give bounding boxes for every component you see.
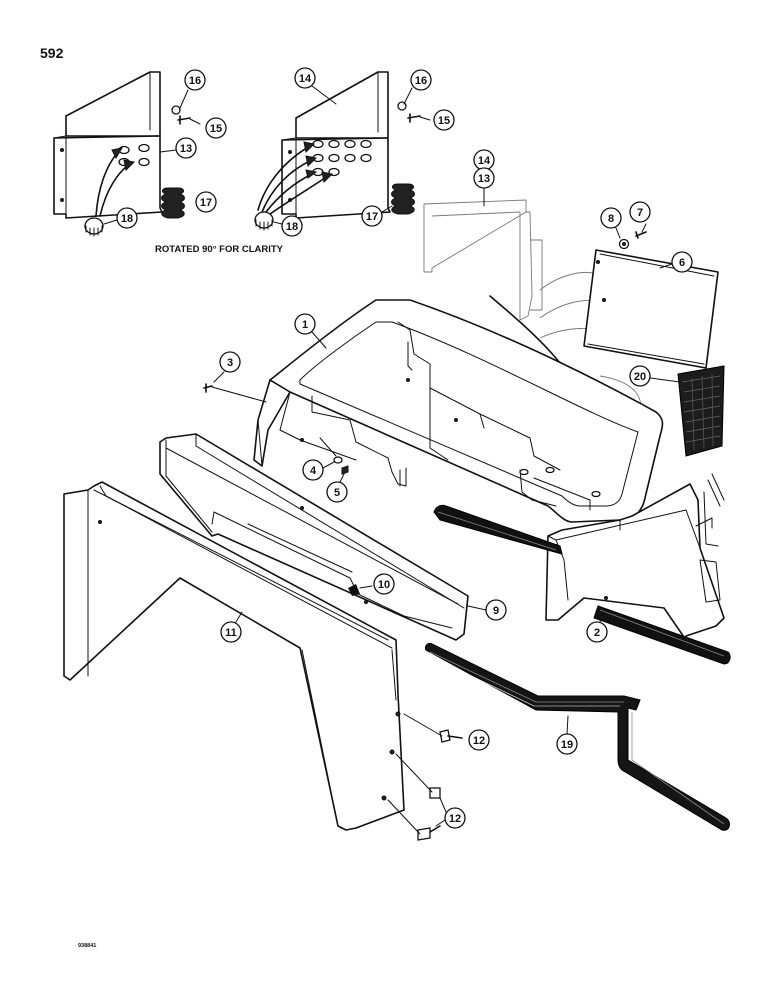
svg-text:12: 12 xyxy=(473,735,485,747)
bolt-and-washer-left xyxy=(171,89,201,125)
callout-18a: 18 xyxy=(103,207,138,229)
trim-strip-2 xyxy=(433,504,731,665)
svg-text:3: 3 xyxy=(227,357,233,369)
callout-13b: 13 xyxy=(473,167,495,207)
rotated-note: ROTATED 90° FOR CLARITY xyxy=(155,244,284,255)
callout-3: 3 xyxy=(219,351,241,373)
left-switch-bracket-inset xyxy=(53,71,201,237)
figure-id: 938841 xyxy=(78,943,96,949)
callout-17b: 17 xyxy=(361,205,393,227)
svg-text:11: 11 xyxy=(225,627,237,639)
svg-text:15: 15 xyxy=(210,123,222,135)
callout-4: 4 xyxy=(302,459,335,481)
screw-3 xyxy=(203,371,267,403)
callout-2: 2 xyxy=(586,611,608,643)
callout-8: 8 xyxy=(600,207,622,239)
callout-20: 20 xyxy=(629,365,681,387)
callout-9: 9 xyxy=(467,599,507,621)
knob-18 xyxy=(84,217,104,237)
svg-text:1: 1 xyxy=(302,319,308,331)
svg-text:17: 17 xyxy=(366,211,378,223)
cover-panel-6 xyxy=(583,249,719,369)
svg-text:15: 15 xyxy=(438,115,450,127)
svg-text:18: 18 xyxy=(121,213,133,225)
callout-13a: 13 xyxy=(159,137,197,159)
callout-12a: 12 xyxy=(468,729,490,751)
screw-7-washer-8 xyxy=(618,223,647,250)
callout-11: 11 xyxy=(220,611,243,643)
svg-text:18: 18 xyxy=(286,221,298,233)
callout-1: 1 xyxy=(294,313,327,349)
callout-17a: 17 xyxy=(195,191,217,213)
callout-7: 7 xyxy=(629,201,651,223)
boot-17 xyxy=(161,187,185,219)
svg-text:2: 2 xyxy=(594,627,600,639)
svg-text:10: 10 xyxy=(378,579,390,591)
trim-strip-19 xyxy=(425,643,730,831)
svg-text:14: 14 xyxy=(478,155,491,167)
svg-text:5: 5 xyxy=(334,487,340,499)
knob-18-right xyxy=(254,211,274,231)
callout-19: 19 xyxy=(556,715,578,755)
svg-text:7: 7 xyxy=(637,207,643,219)
bolt-and-washer-right xyxy=(397,87,431,123)
svg-text:14: 14 xyxy=(299,73,312,85)
callout-16a: 16 xyxy=(184,69,206,91)
svg-text:13: 13 xyxy=(478,173,490,185)
callout-12b: 12 xyxy=(435,797,466,829)
svg-text:6: 6 xyxy=(679,257,685,269)
washer-4-nut-5 xyxy=(319,437,349,475)
callout-10: 10 xyxy=(373,573,395,595)
svg-text:13: 13 xyxy=(180,143,192,155)
callout-14b: 14 xyxy=(473,149,495,171)
callout-16b: 16 xyxy=(410,69,432,91)
callout-18b: 18 xyxy=(273,215,303,237)
svg-text:9: 9 xyxy=(493,605,499,617)
callout-15b: 15 xyxy=(433,109,455,131)
right-switch-bracket-inset xyxy=(254,71,431,231)
fastener-10 xyxy=(348,584,373,596)
svg-text:8: 8 xyxy=(608,213,614,225)
boot-17-right xyxy=(391,183,415,215)
svg-text:16: 16 xyxy=(189,75,201,87)
svg-text:4: 4 xyxy=(310,465,317,477)
side-cover-11 xyxy=(63,481,405,831)
svg-text:17: 17 xyxy=(200,197,212,209)
page-number: 592 xyxy=(40,45,64,61)
callout-5: 5 xyxy=(326,473,348,503)
svg-text:12: 12 xyxy=(449,813,461,825)
svg-text:20: 20 xyxy=(634,371,646,383)
ghost-bracket-13-14 xyxy=(423,199,543,321)
callout-14a: 14 xyxy=(294,67,337,105)
svg-text:16: 16 xyxy=(415,75,427,87)
filter-pad-20 xyxy=(677,365,725,457)
callout-15a: 15 xyxy=(205,117,227,139)
svg-text:19: 19 xyxy=(561,739,573,751)
console-housing-1 xyxy=(253,299,725,641)
screws-12 xyxy=(387,713,463,841)
callout-6: 6 xyxy=(659,251,693,273)
